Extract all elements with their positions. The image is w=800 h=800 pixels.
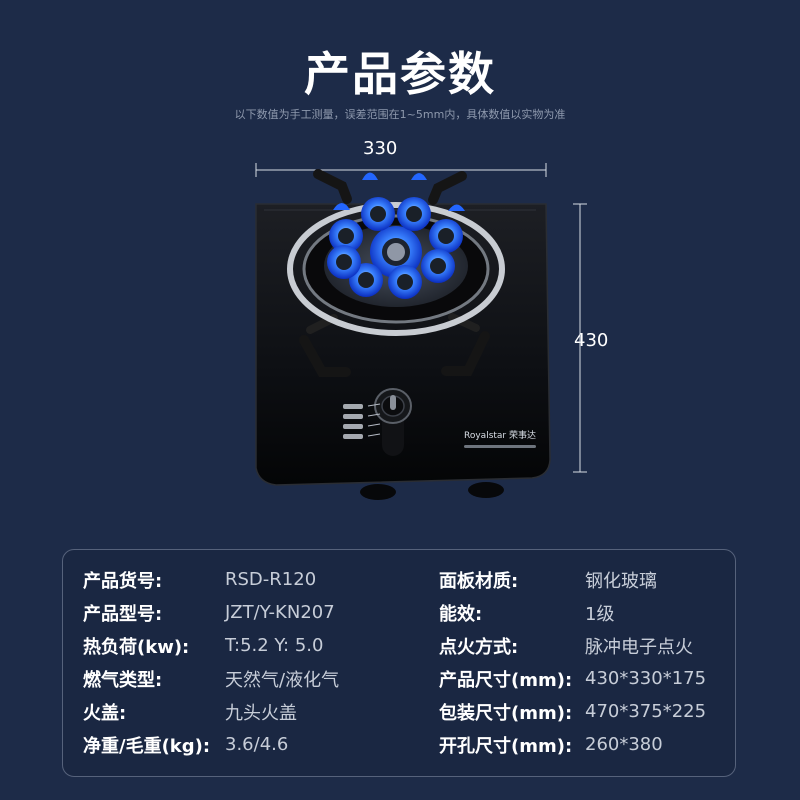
spec-label: 产品货号: xyxy=(83,570,163,592)
spec-value: RSD-R120 xyxy=(225,569,317,590)
spec-row: 点火方式: 脉冲电子点火 xyxy=(439,629,706,662)
pan-support-icon xyxy=(299,169,490,377)
brand-logo: Royalstar 荣事达 xyxy=(464,429,536,448)
spec-column-left: 产品货号: RSD-R120 产品型号: JZT/Y-KN207 热负荷(kw)… xyxy=(83,563,339,761)
spec-value: 九头火盖 xyxy=(225,702,297,724)
spec-row: 产品型号: JZT/Y-KN207 xyxy=(83,596,339,629)
spec-label: 热负荷(kw): xyxy=(83,636,190,658)
spec-label: 开孔尺寸(mm): xyxy=(439,735,573,757)
spec-label: 面板材质: xyxy=(439,570,519,592)
spec-row: 产品货号: RSD-R120 xyxy=(83,563,339,596)
flame-icon xyxy=(327,172,465,299)
spec-row: 开孔尺寸(mm): 260*380 xyxy=(439,728,706,761)
width-dimension-label: 330 xyxy=(363,138,398,159)
spec-row: 燃气类型: 天然气/液化气 xyxy=(83,662,339,695)
spec-label: 产品尺寸(mm): xyxy=(439,669,573,691)
spec-value: 3.6/4.6 xyxy=(225,734,289,755)
spec-value: 脉冲电子点火 xyxy=(585,636,693,658)
spec-row: 火盖: 九头火盖 xyxy=(83,695,339,728)
spec-row: 产品尺寸(mm): 430*330*175 xyxy=(439,662,706,695)
ignition-knob-icon xyxy=(374,388,412,456)
spec-label: 燃气类型: xyxy=(83,669,163,691)
spec-value: T:5.2 Y: 5.0 xyxy=(225,635,324,656)
spec-value: 430*330*175 xyxy=(585,668,707,689)
spec-row: 能效: 1级 xyxy=(439,596,706,629)
spec-value: 钢化玻璃 xyxy=(585,570,657,592)
dimension-lines xyxy=(255,163,587,473)
product-spec-panel: 产品货号: RSD-R120 产品型号: JZT/Y-KN207 热负荷(kw)… xyxy=(62,549,736,777)
spec-value: JZT/Y-KN207 xyxy=(225,602,335,623)
spec-label: 火盖: xyxy=(83,702,127,724)
spec-row: 热负荷(kw): T:5.2 Y: 5.0 xyxy=(83,629,339,662)
spec-value: 470*375*225 xyxy=(585,701,707,722)
spec-row: 净重/毛重(kg): 3.6/4.6 xyxy=(83,728,339,761)
page-title: 产品参数 xyxy=(304,47,496,101)
spec-value: 天然气/液化气 xyxy=(225,669,340,691)
control-labels xyxy=(343,403,381,439)
spec-label: 产品型号: xyxy=(83,603,163,625)
svg-text:Royalstar 荣事达: Royalstar 荣事达 xyxy=(464,429,536,441)
spec-label: 能效: xyxy=(439,603,483,625)
measurement-note: 以下数值为手工测量，误差范围在1~5mm内，具体数值以实物为准 xyxy=(234,108,566,121)
spec-row: 包装尺寸(mm): 470*375*225 xyxy=(439,695,706,728)
spec-value: 1级 xyxy=(585,603,615,625)
spec-label: 点火方式: xyxy=(439,636,519,658)
spec-value: 260*380 xyxy=(585,734,663,755)
spec-row: 面板材质: 钢化玻璃 xyxy=(439,563,706,596)
height-dimension-label: 430 xyxy=(574,330,609,351)
spec-label: 净重/毛重(kg): xyxy=(83,735,211,757)
spec-label: 包装尺寸(mm): xyxy=(439,702,573,724)
gas-stove-product-image: Royalstar 荣事达 xyxy=(255,163,587,500)
spec-column-right: 面板材质: 钢化玻璃 能效: 1级 点火方式: 脉冲电子点火 产品尺寸(mm):… xyxy=(439,563,706,761)
